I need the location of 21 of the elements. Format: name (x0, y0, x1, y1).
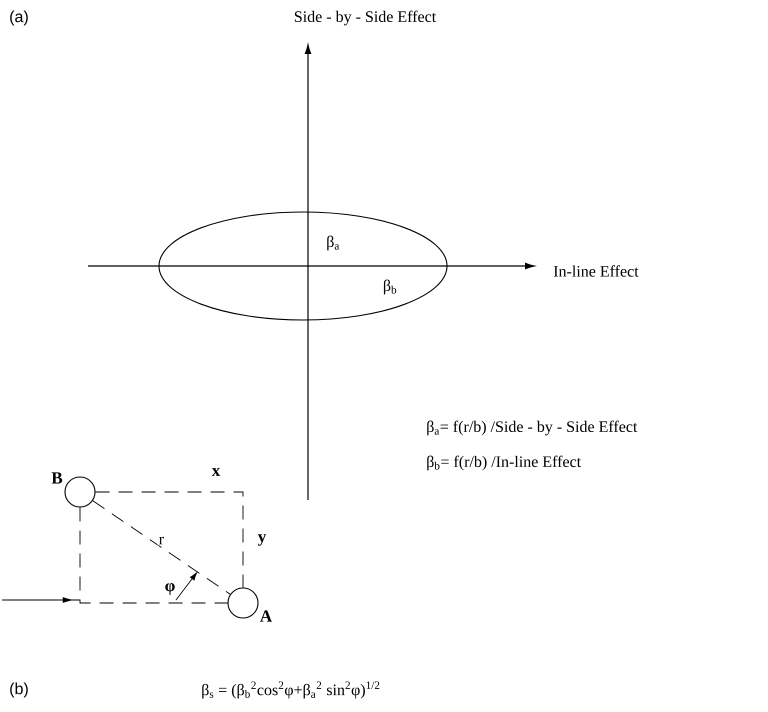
formula-text: β$_{s}$ = (β$_{b}$$^{2}$cos$^{2}$φ+β$_{a}$$^{2}$ sin$^{2}$φ)$^{1/2}$ (202, 681, 380, 699)
axis-value: β$_{a}$ (327, 236, 340, 250)
ellipse (158, 211, 448, 321)
panel-label: (b) (10, 682, 28, 698)
dashed-line (92, 500, 231, 595)
axis-label: In-line Effect (554, 265, 639, 277)
axis-value: β$_{b}$ (384, 280, 396, 294)
dimension-label: x (212, 468, 220, 476)
dashed-line (80, 507, 228, 604)
point-circle (64, 476, 96, 508)
dashed-line (95, 492, 244, 588)
panel-label: (a) (10, 10, 28, 26)
axis-label: Side - by - Side Effect (294, 10, 436, 26)
point-label: B (52, 472, 62, 484)
point-label: A (260, 610, 272, 622)
definition-text: β$_{a}$= f(r/b) /Side - by - Side Effect (427, 420, 638, 436)
angle-label: φ (165, 583, 175, 595)
point-circle (227, 587, 259, 619)
dimension-label: y (258, 534, 266, 546)
definition-text: β$_{b}$= f(r/b) /In-line Effect (427, 456, 582, 470)
edge-label: r (159, 536, 164, 544)
